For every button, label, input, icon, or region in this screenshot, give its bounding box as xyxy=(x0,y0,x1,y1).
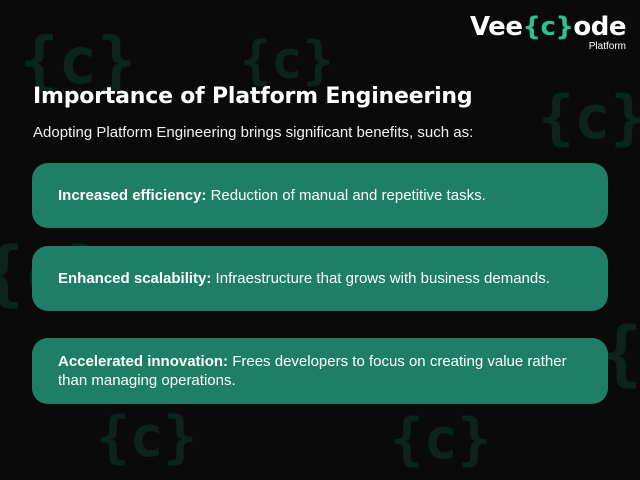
benefit-term: Increased efficiency: xyxy=(58,187,207,204)
benefit-description: Frees developers to focus on creating va… xyxy=(58,353,567,389)
benefit-text: Enhanced scalability: Infraestructure th… xyxy=(58,269,550,288)
logo-prefix: Vee xyxy=(469,12,523,42)
benefit-text: Accelerated innovation: Frees developers… xyxy=(58,352,582,390)
page-subtitle: Adopting Platform Engineering brings sig… xyxy=(33,124,474,141)
background-logo-glyph: {c} xyxy=(240,31,334,91)
benefit-card-innovation: Accelerated innovation: Frees developers… xyxy=(32,338,608,404)
background-logo-glyph: {c} xyxy=(96,405,198,470)
logo-subtitle: Platform xyxy=(588,41,626,52)
benefit-text: Increased efficiency: Reduction of manua… xyxy=(58,186,486,205)
veecode-logo: Vee{c}ode Platform xyxy=(469,12,627,52)
background-logo-glyph: {c} xyxy=(538,83,640,153)
benefit-card-scalability: Enhanced scalability: Infraestructure th… xyxy=(32,246,608,311)
page-title: Importance of Platform Engineering xyxy=(33,84,473,109)
benefit-card-efficiency: Increased efficiency: Reduction of manua… xyxy=(32,163,608,228)
logo-wordmark: Vee{c}ode xyxy=(469,12,627,42)
benefit-description: Infraestructure that grows with business… xyxy=(211,270,550,287)
background-logo-glyph: {c} xyxy=(20,25,136,99)
background-logo-glyph: {c} xyxy=(390,407,492,472)
logo-accent: {c} xyxy=(522,12,574,42)
benefit-term: Enhanced scalability: xyxy=(58,270,212,287)
benefit-description: Reduction of manual and repetitive tasks… xyxy=(206,187,486,204)
logo-suffix: ode xyxy=(573,12,626,42)
benefit-term: Accelerated innovation: xyxy=(58,353,229,370)
